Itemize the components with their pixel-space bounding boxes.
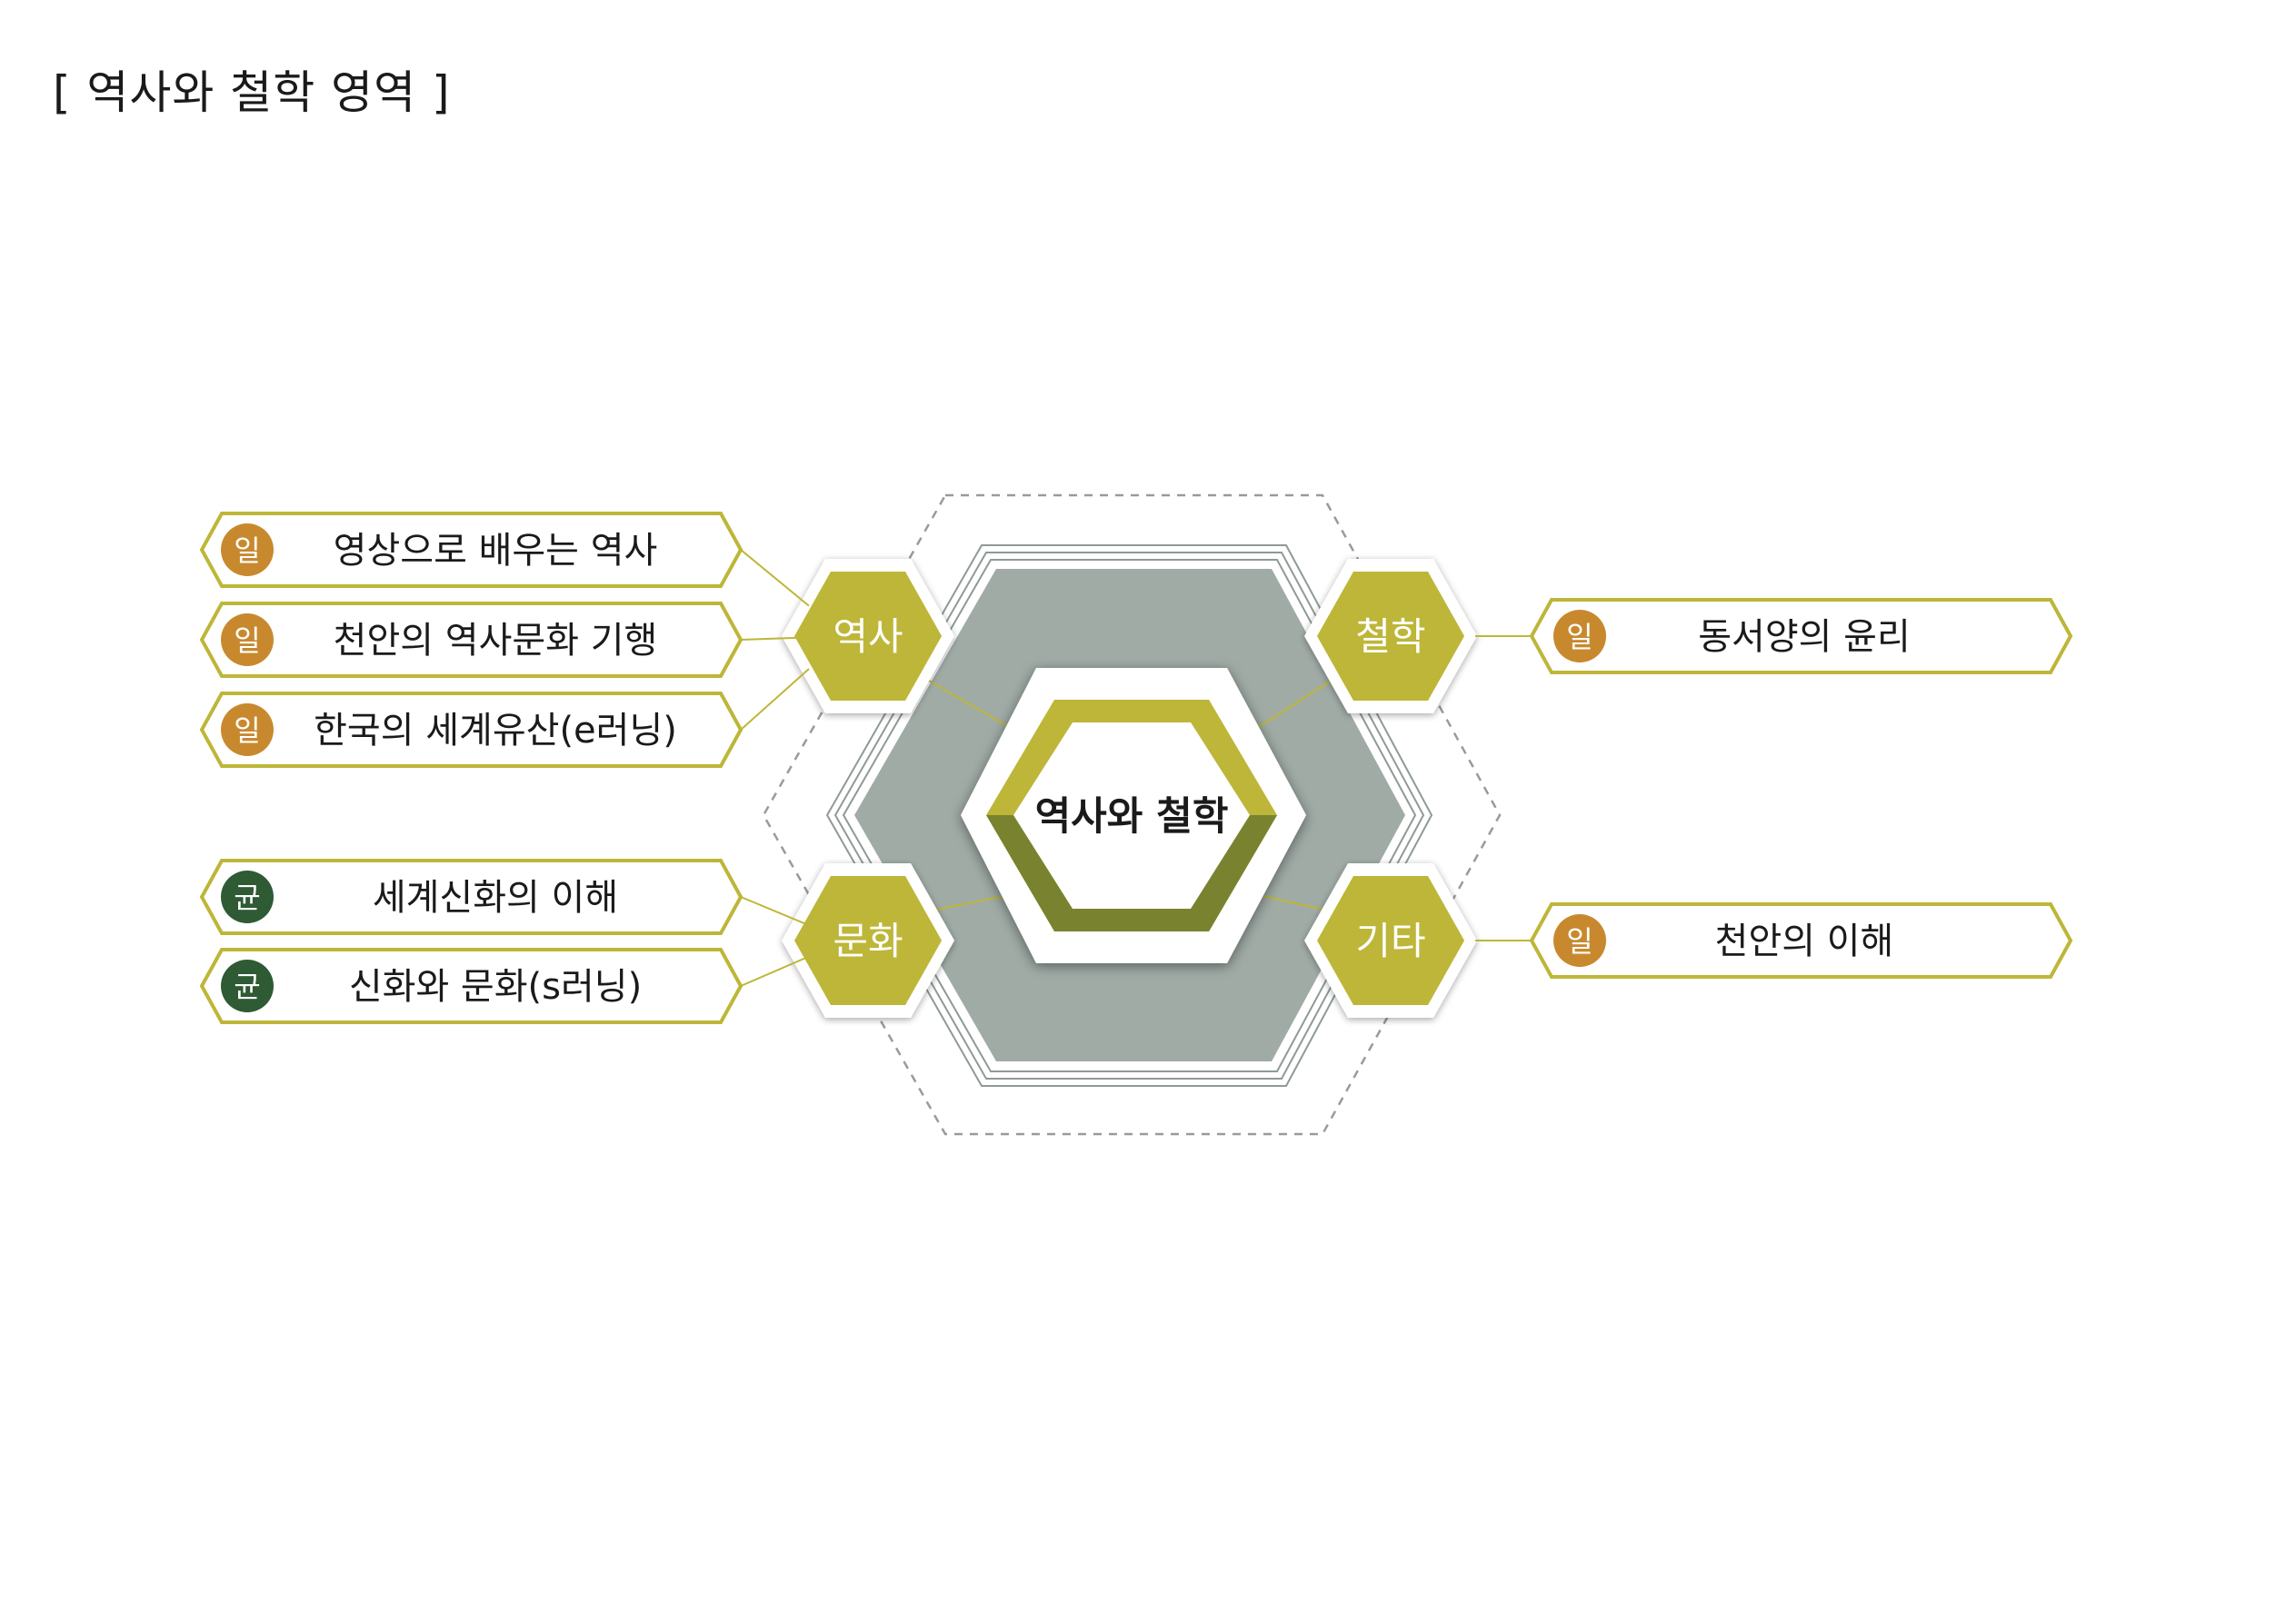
course-label: 천안의 역사문화 기행 <box>334 620 658 662</box>
course-box[interactable] <box>199 948 744 1024</box>
course-item[interactable]: 균 세계신화의 이해 <box>199 859 810 935</box>
category-hexagon-fill <box>794 572 942 701</box>
course-badge-label: 일 <box>234 533 260 568</box>
course-label: 영상으로 배우는 역사 <box>334 530 658 572</box>
course-badge-label: 일 <box>234 623 260 658</box>
course-box[interactable] <box>199 692 744 768</box>
course-box[interactable] <box>1529 902 2073 979</box>
course-item[interactable]: 일 천안의 이해 <box>1475 902 2073 979</box>
course-badge <box>221 523 274 576</box>
course-box[interactable] <box>199 859 744 935</box>
course-box[interactable] <box>199 512 744 588</box>
course-badge-label: 일 <box>234 713 260 748</box>
course-label: 동서양의 윤리 <box>1698 616 1911 658</box>
course-item[interactable]: 일 한국의 세계유산(e러닝) <box>199 668 810 768</box>
center-hexagon: 역사와 철학 <box>961 668 1306 963</box>
category-label: 철학 <box>1355 614 1425 659</box>
course-badge <box>1553 610 1606 662</box>
course-badge <box>221 613 274 666</box>
category-label: 역사 <box>833 614 903 659</box>
course-badge <box>221 960 274 1012</box>
course-item[interactable]: 일 천안의 역사문화 기행 <box>199 602 810 678</box>
course-connector <box>740 896 810 927</box>
course-badge-label: 균 <box>234 881 260 915</box>
category-hexagon-culture[interactable]: 문화 <box>782 863 954 1018</box>
course-label: 한국의 세계유산(e러닝) <box>314 710 677 752</box>
course-badge <box>221 871 274 923</box>
category-hexagon-history[interactable]: 역사 <box>782 559 954 713</box>
category-label: 기타 <box>1355 919 1425 963</box>
category-hexagon-fill <box>1317 572 1464 701</box>
course-item[interactable]: 균 신화와 문화(s러닝) <box>199 948 810 1024</box>
page-title: [ 역사와 철학 영역 ] <box>53 66 451 119</box>
course-label: 신화와 문화(s러닝) <box>349 966 642 1008</box>
course-item[interactable]: 일 동서양의 윤리 <box>1475 598 2073 674</box>
course-connector <box>740 668 810 731</box>
course-connector <box>740 636 810 641</box>
course-item[interactable]: 일 영상으로 배우는 역사 <box>199 512 810 607</box>
course-label: 천안의 이해 <box>1715 921 1894 962</box>
center-label: 역사와 철학 <box>1035 794 1229 840</box>
course-connector <box>740 549 810 607</box>
course-badge-label: 균 <box>234 970 260 1004</box>
course-connector <box>740 955 810 987</box>
course-box[interactable] <box>1529 598 2073 674</box>
category-hexagon-philosophy[interactable]: 철학 <box>1304 559 1477 713</box>
category-hexagon-etc[interactable]: 기타 <box>1304 863 1477 1018</box>
course-badge-label: 일 <box>1566 924 1592 959</box>
category-hexagon-fill <box>794 876 942 1005</box>
course-badge <box>1553 914 1606 967</box>
category-label: 문화 <box>833 919 903 963</box>
course-box[interactable] <box>199 602 744 678</box>
outer-dashed-hexagon <box>762 493 1502 1136</box>
course-badge <box>221 703 274 756</box>
category-hexagon-fill <box>1317 876 1464 1005</box>
course-badge-label: 일 <box>1566 620 1592 654</box>
course-label: 세계신화의 이해 <box>373 877 618 919</box>
